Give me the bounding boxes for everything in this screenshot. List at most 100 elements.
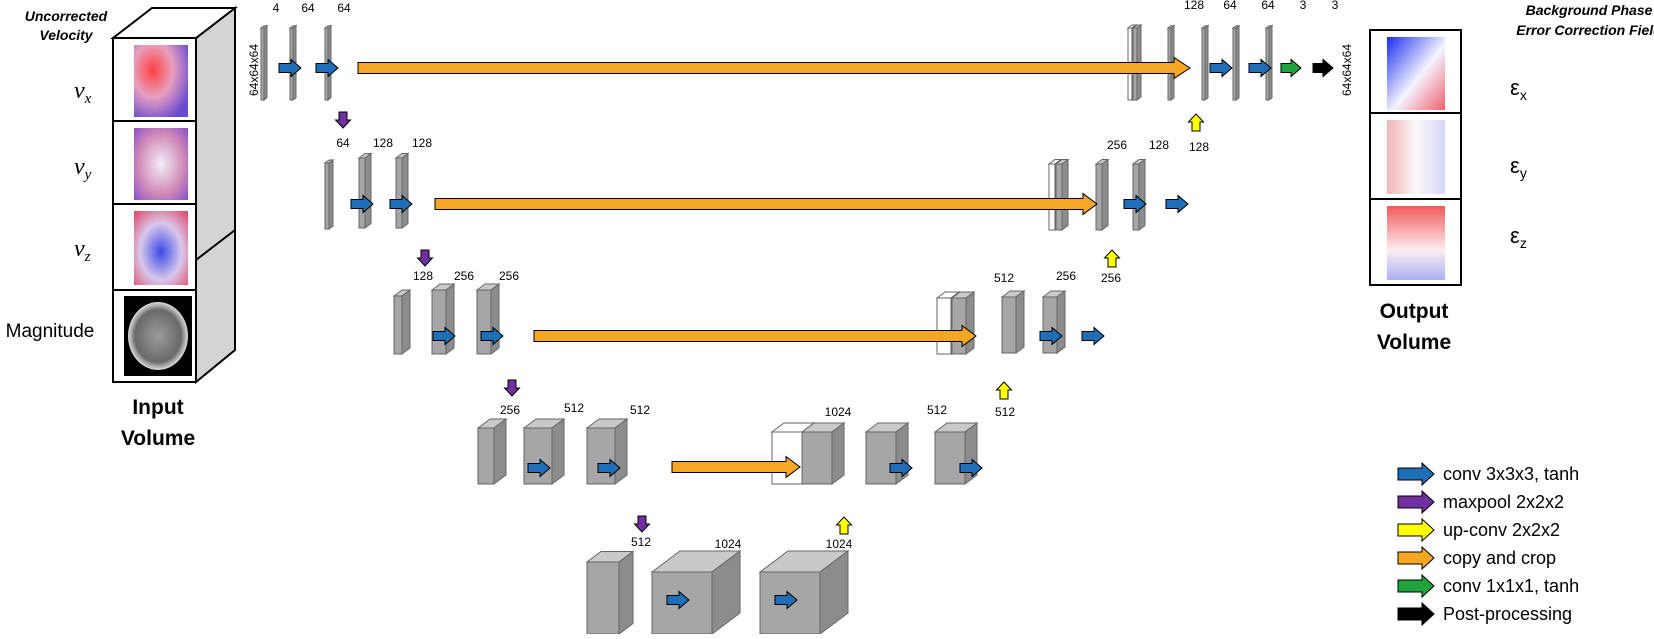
conv-arrow bbox=[1209, 58, 1233, 78]
feature-map-block bbox=[1131, 158, 1147, 231]
block-side-face bbox=[831, 422, 845, 485]
conv1x1-arrow bbox=[1280, 58, 1302, 78]
feature-map-block bbox=[430, 283, 456, 355]
block-side-face bbox=[364, 152, 372, 229]
output-caption-line1: Output bbox=[1380, 300, 1449, 323]
conv-arrow bbox=[432, 326, 456, 346]
block-side-face bbox=[493, 418, 507, 485]
block-front-face bbox=[431, 289, 447, 355]
conv-arrow bbox=[350, 194, 374, 214]
block-front-face bbox=[260, 27, 265, 101]
output-caption-line2: Volume bbox=[1377, 331, 1451, 354]
up-conv-arrow bbox=[1187, 113, 1205, 132]
conv-arrow bbox=[889, 458, 913, 478]
legend-item-label: copy and crop bbox=[1443, 548, 1556, 568]
network-blocks bbox=[259, 24, 1274, 635]
block-front-face bbox=[1042, 296, 1058, 354]
feature-map-block bbox=[585, 418, 629, 485]
l1-dec-channel-label: 3 bbox=[1300, 0, 1307, 12]
legend-swatch-arrow bbox=[1397, 461, 1435, 487]
block-side-face bbox=[490, 283, 500, 355]
block-side-face bbox=[1015, 290, 1025, 354]
block-side-face bbox=[618, 550, 634, 635]
l1-dec-channel-label: 128 bbox=[1184, 0, 1204, 12]
feature-map-block bbox=[758, 550, 850, 635]
block-front-face bbox=[393, 295, 403, 355]
output-label-eps-x: εx bbox=[1510, 75, 1527, 103]
conv-arrow bbox=[1123, 194, 1147, 214]
feature-map-block bbox=[323, 159, 335, 230]
legend-item-label: Post-processing bbox=[1443, 604, 1572, 624]
legend-swatch-arrow bbox=[1397, 517, 1435, 543]
block-front-face bbox=[934, 431, 966, 485]
maxpool-arrow bbox=[416, 249, 434, 267]
feature-map-block bbox=[1000, 290, 1026, 354]
input-label-vz: vz bbox=[74, 236, 91, 265]
output-dim-label: 64x64x64 bbox=[1340, 44, 1354, 96]
block-front-face bbox=[801, 431, 833, 485]
block-front-face bbox=[1048, 163, 1056, 231]
copy-crop-arrow bbox=[671, 455, 801, 479]
l2-dec-channel-label: 128 bbox=[1189, 140, 1209, 154]
input-title-line1: Uncorrected bbox=[25, 8, 108, 24]
l2-channel-label: 128 bbox=[373, 136, 393, 150]
conv-arrow bbox=[315, 58, 339, 78]
bottleneck-channel-label: 1024 bbox=[715, 537, 742, 551]
feature-map-block bbox=[522, 418, 566, 485]
input-dim-label: 64x64x64 bbox=[247, 44, 261, 96]
input-caption-line1: Input bbox=[132, 396, 183, 419]
feature-map-block bbox=[1094, 158, 1110, 231]
block-front-face bbox=[936, 297, 952, 355]
legend-swatch-arrow bbox=[1397, 489, 1435, 515]
conv-arrow bbox=[959, 458, 983, 478]
eps-y-field-image bbox=[1387, 120, 1445, 194]
output-label-eps-z: εz bbox=[1510, 223, 1527, 251]
block-front-face bbox=[586, 561, 620, 635]
conv-arrow bbox=[278, 58, 302, 78]
copy-crop-arrow bbox=[357, 56, 1191, 80]
l4-channel-label: 512 bbox=[630, 403, 650, 417]
bottleneck-channel-label: 1024 bbox=[826, 537, 853, 551]
legend-item-label: conv 3x3x3, tanh bbox=[1443, 464, 1579, 484]
block-side-face bbox=[1056, 290, 1066, 354]
block-front-face bbox=[477, 427, 495, 485]
block-side-face bbox=[614, 418, 628, 485]
maxpool-arrow bbox=[503, 379, 521, 397]
input-label-vy: vy bbox=[74, 154, 92, 183]
block-front-face bbox=[1095, 163, 1103, 231]
feature-map-block bbox=[800, 422, 846, 485]
l2-dec-channel-label: 128 bbox=[1149, 138, 1169, 152]
feature-map-block bbox=[1200, 24, 1210, 101]
feature-map-block bbox=[1264, 24, 1274, 101]
output-title-line1: Background Phase bbox=[1526, 2, 1653, 18]
block-side-face bbox=[401, 152, 409, 229]
l1-channel-label: 64 bbox=[337, 1, 351, 15]
conv-arrow bbox=[527, 458, 551, 478]
block-front-face bbox=[523, 427, 553, 485]
feature-map-block bbox=[476, 418, 508, 485]
block-front-face bbox=[476, 289, 492, 355]
block-side-face bbox=[964, 422, 978, 485]
feature-map-block bbox=[864, 422, 910, 485]
copy-crop-arrow bbox=[533, 324, 977, 348]
feature-map-block bbox=[392, 289, 412, 355]
vz-slice-image bbox=[134, 211, 188, 285]
network-labels: 64x64x64 64x64x64 4 64 64 128 64 64 3 3 … bbox=[247, 0, 1354, 551]
up-conv-arrow bbox=[835, 516, 853, 535]
block-front-face bbox=[1232, 27, 1237, 101]
conv-arrow bbox=[1039, 326, 1063, 346]
legend-swatch-arrow bbox=[1397, 601, 1435, 627]
l3-channel-label: 128 bbox=[413, 269, 433, 283]
vx-slice-image bbox=[134, 45, 188, 117]
l4-channel-label: 512 bbox=[564, 401, 584, 415]
conv-arrow bbox=[597, 458, 621, 478]
feature-map-block bbox=[1231, 24, 1241, 101]
legend-item-label: conv 1x1x1, tanh bbox=[1443, 576, 1579, 596]
block-side-face bbox=[551, 418, 565, 485]
eps-x-field-image bbox=[1387, 37, 1445, 110]
output-title-line2: Error Correction Field bbox=[1516, 22, 1654, 38]
l2-channel-label: 64 bbox=[336, 136, 350, 150]
legend-swatch-arrow bbox=[1397, 545, 1435, 571]
